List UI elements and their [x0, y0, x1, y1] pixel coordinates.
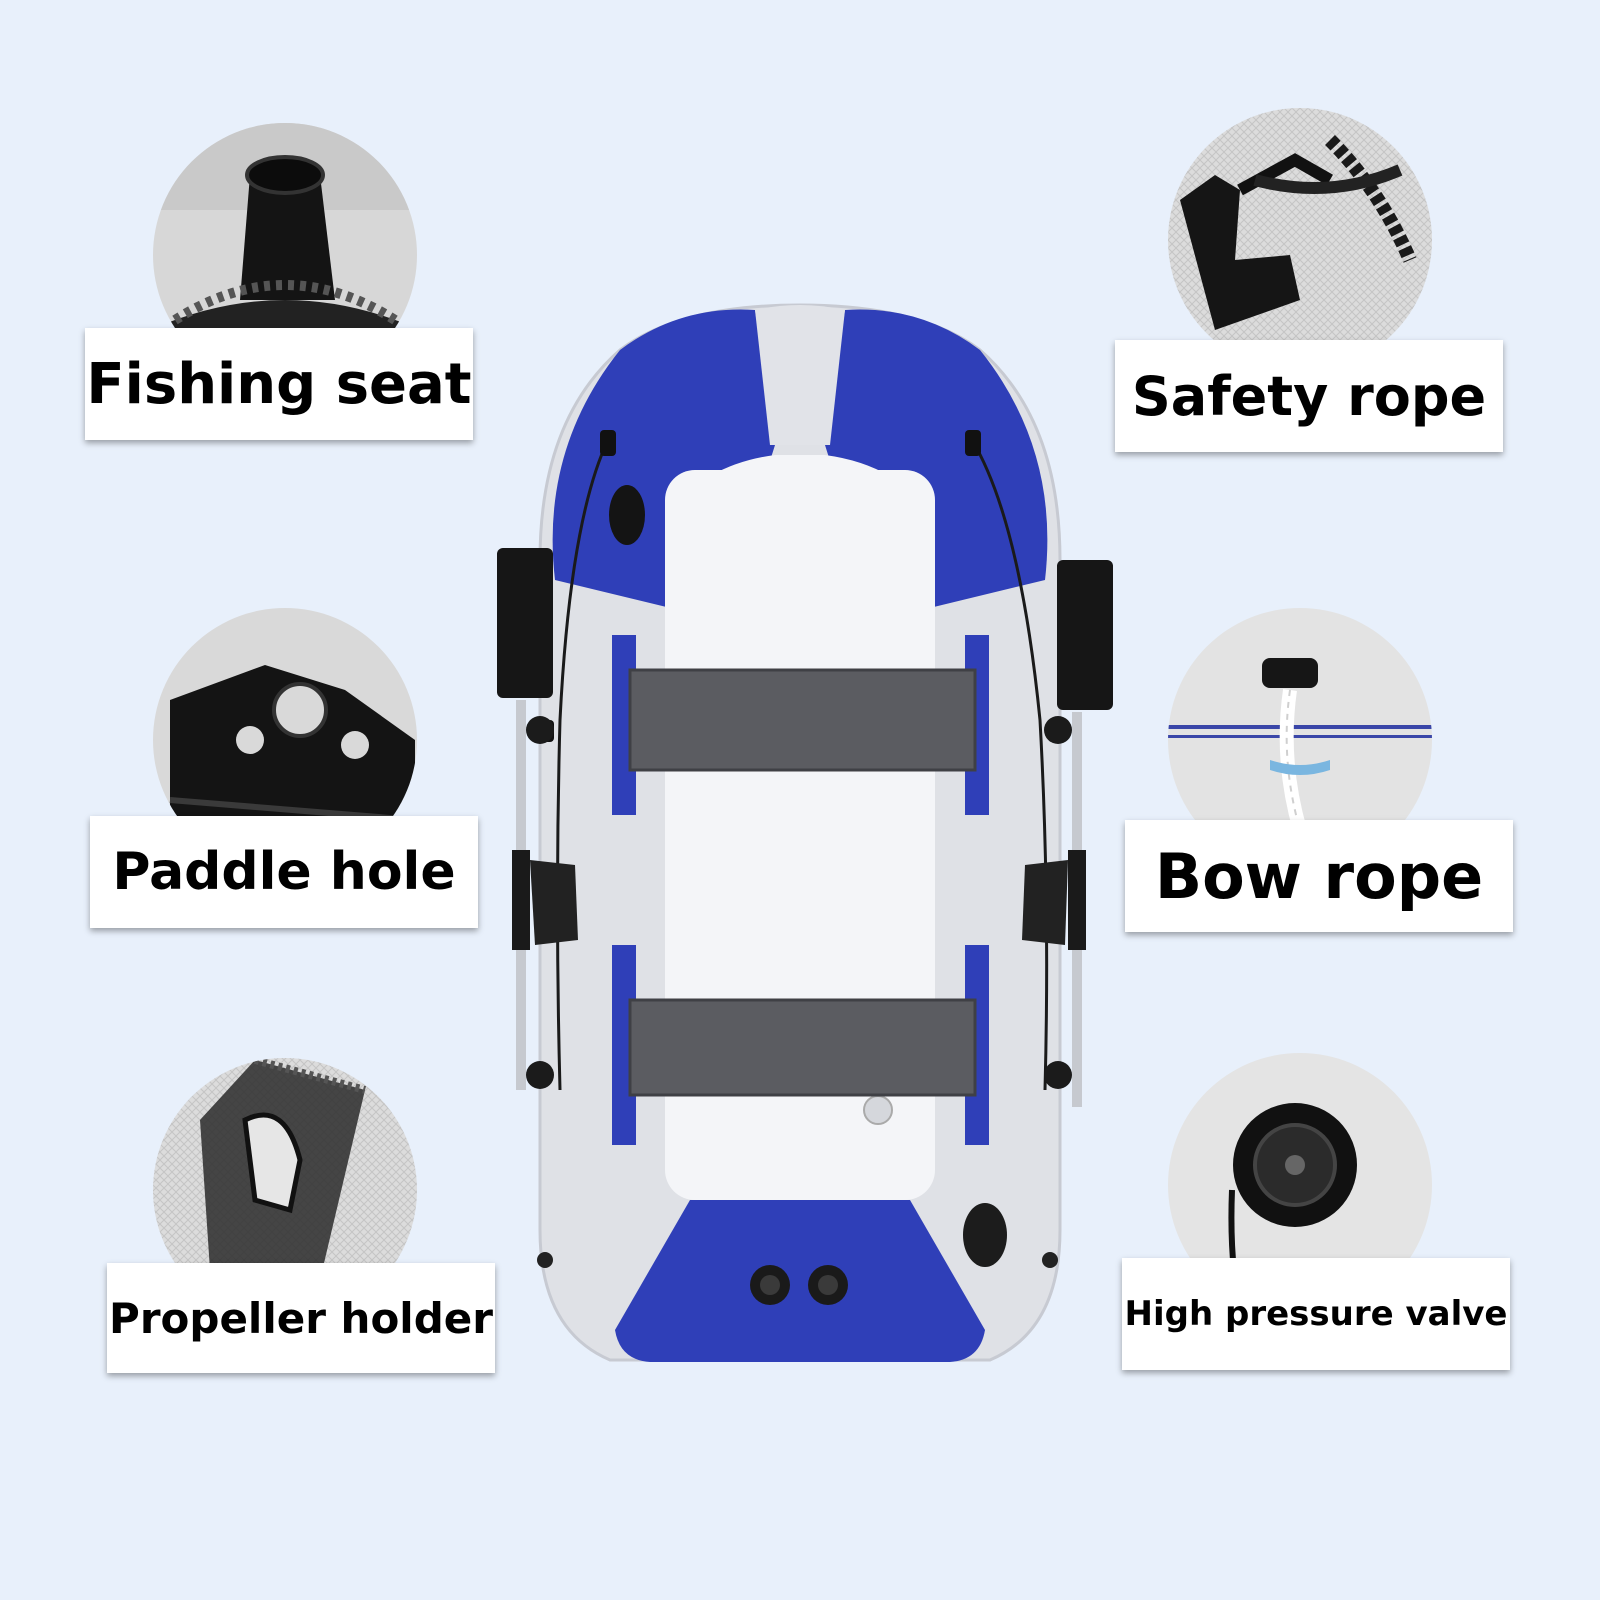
- label-paddle-hole: Paddle hole: [90, 816, 478, 928]
- stern-blue: [615, 1200, 985, 1362]
- left-oar: [497, 548, 578, 1090]
- safety-rope-photo: [1168, 108, 1432, 372]
- rear-seat: [628, 998, 977, 1097]
- label-bow-rope: Bow rope: [1125, 820, 1513, 932]
- right-oar: [1022, 560, 1113, 1107]
- label-safety-rope: Safety rope: [1115, 340, 1503, 452]
- front-seat: [628, 668, 977, 772]
- label-fishing-seat: Fishing seat: [85, 328, 473, 440]
- label-propeller-holder: Propeller holder: [107, 1263, 495, 1373]
- label-high-pressure-valve: High pressure valve: [1122, 1258, 1510, 1370]
